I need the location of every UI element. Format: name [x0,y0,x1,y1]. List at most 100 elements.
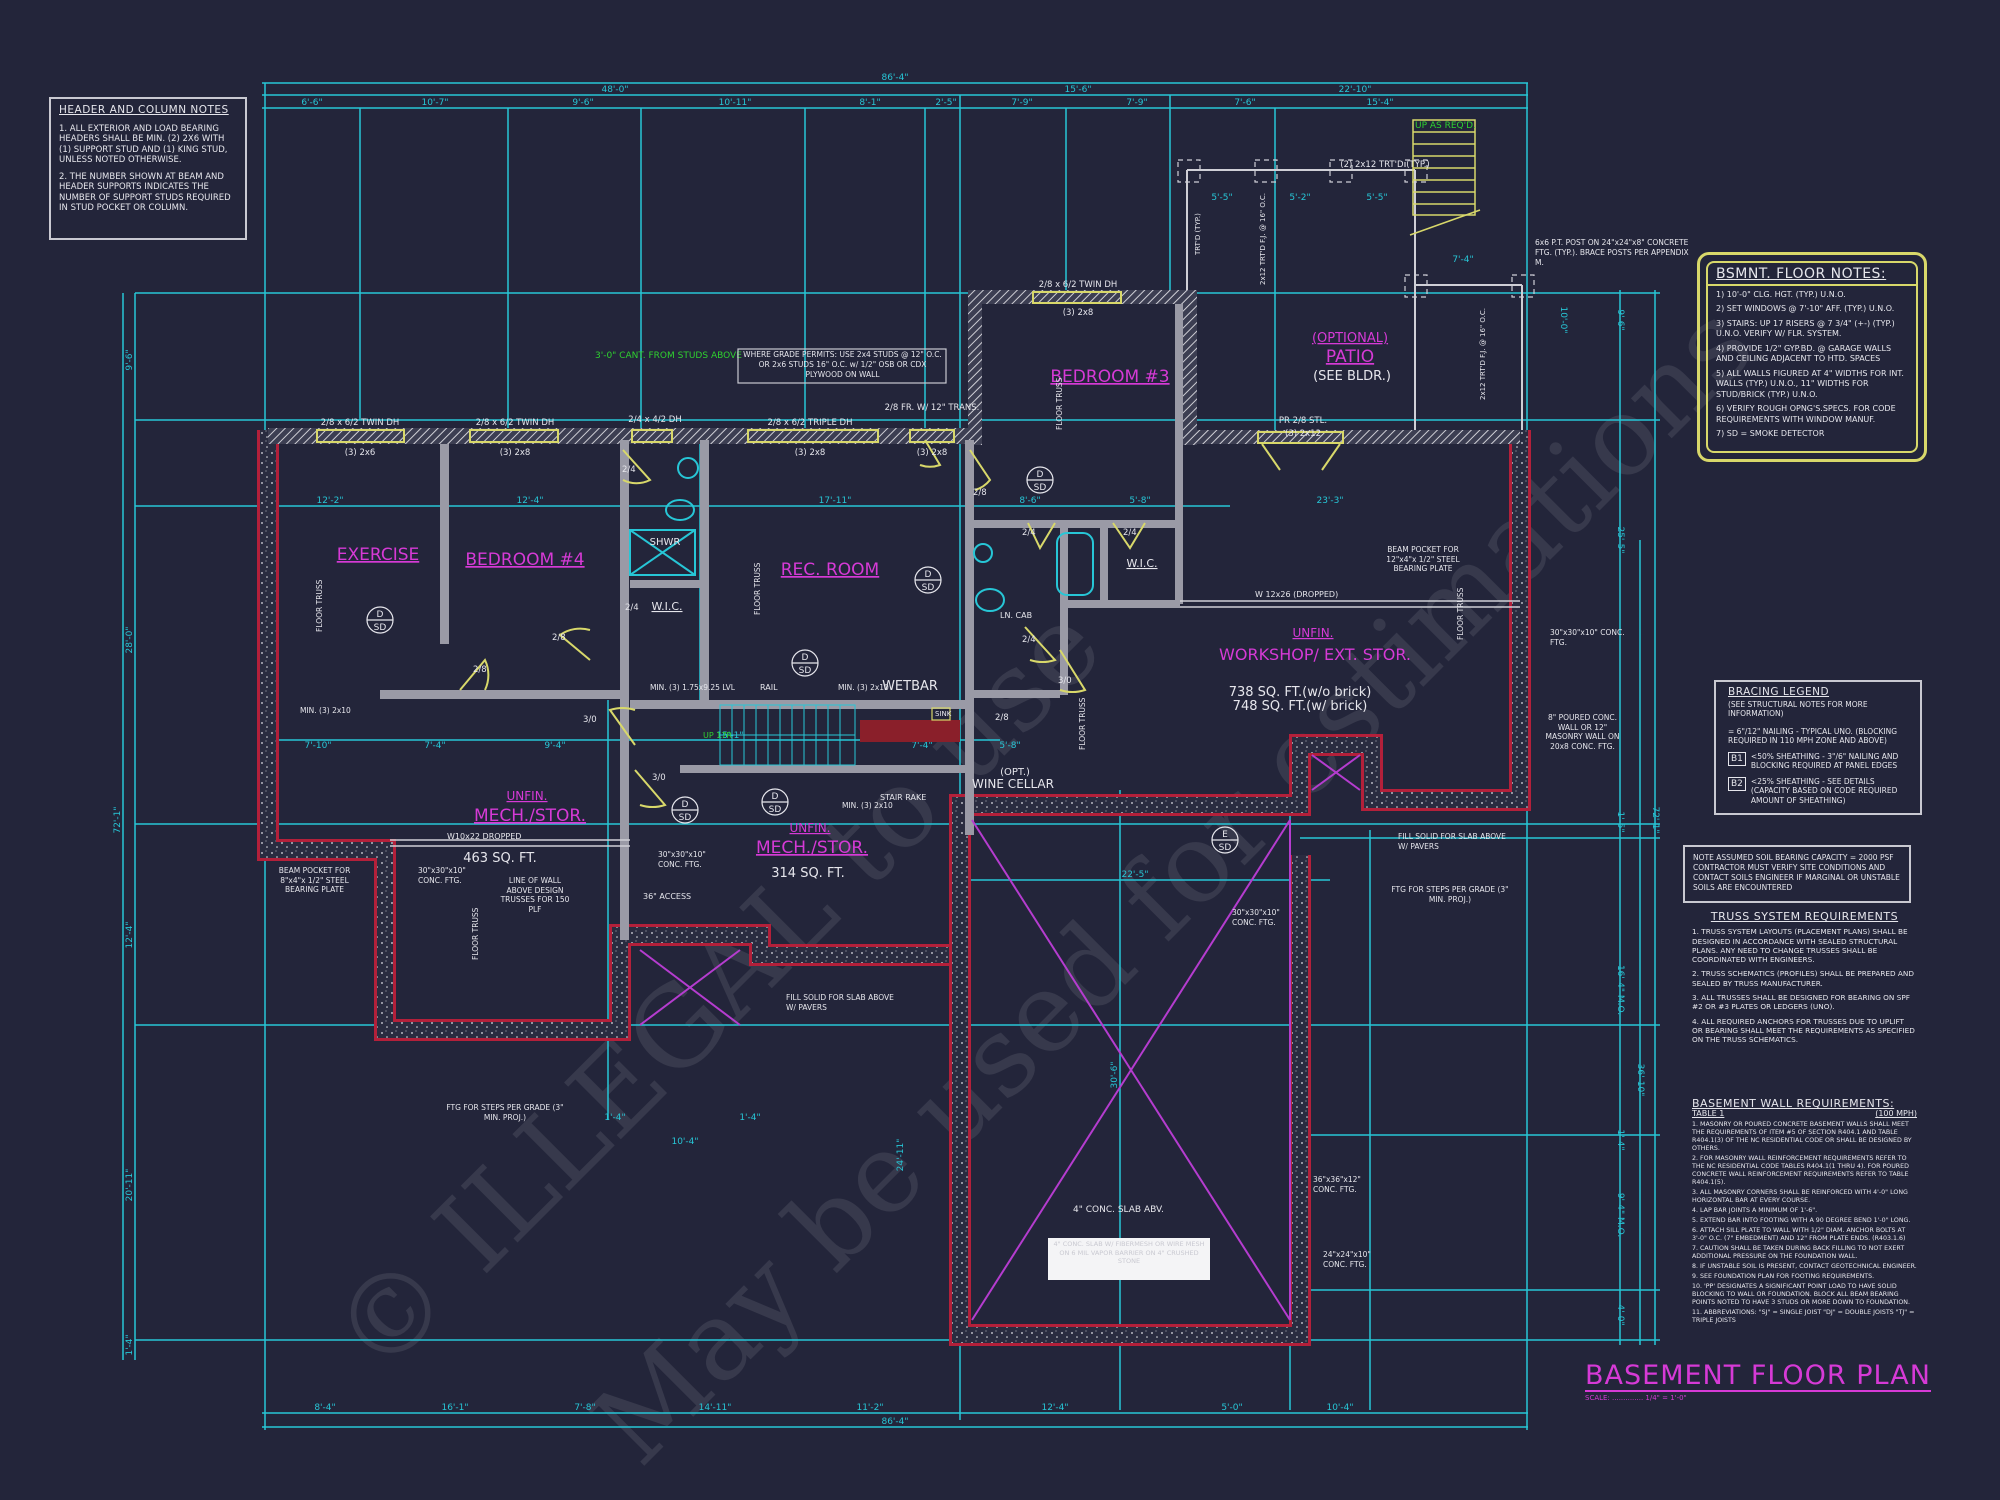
svg-text:(3) 2x8: (3) 2x8 [917,448,948,458]
room-bedroom-3: BEDROOM #3 [1050,367,1169,387]
smoke-detector-icon: DSD [366,606,394,634]
svg-text:16'-4" M.O.: 16'-4" M.O. [1615,965,1625,1015]
svg-text:16'-1": 16'-1" [441,1403,468,1413]
svg-text:5'-5": 5'-5" [1211,193,1232,203]
svg-text:STAIR RAKE: STAIR RAKE [880,793,926,802]
room-exercise: EXERCISE [337,545,420,565]
note-item: 7. CAUTION SHALL BE TAKEN DURING BACK FI… [1692,1245,1905,1260]
svg-text:2/8 x 6/2 TWIN DH: 2/8 x 6/2 TWIN DH [321,418,400,428]
svg-text:314 SQ. FT.: 314 SQ. FT. [771,866,844,881]
wind-speed: (100 MPH) [1875,1109,1917,1118]
wall-req-table-row: TABLE 1 (100 MPH) [1692,1110,1917,1118]
svg-text:10'-7": 10'-7" [421,98,448,108]
svg-text:5'-8": 5'-8" [999,741,1020,751]
svg-text:22'-5": 22'-5" [1121,870,1148,880]
svg-text:12'-4": 12'-4" [125,921,135,948]
note-item: 3. ALL TRUSSES SHALL BE DESIGNED FOR BEA… [1692,993,1910,1012]
svg-text:3/0: 3/0 [583,715,597,725]
svg-text:2/8: 2/8 [473,665,487,675]
svg-text:(SEE BLDR.): (SEE BLDR.) [1313,369,1391,384]
sink-icon [931,707,951,721]
svg-text:11'-2": 11'-2" [856,1403,883,1413]
svg-text:7'-10": 7'-10" [304,741,331,751]
svg-text:463 SQ. FT.: 463 SQ. FT. [463,851,536,866]
truss-system-requirements: TRUSS SYSTEM REQUIREMENTS 1. TRUSS SYSTE… [1692,911,1917,1050]
svg-text:8'-1": 8'-1" [859,98,880,108]
smoke-detector-icon: DSD [914,566,942,594]
note-item: 3) STAIRS: UP 17 RISERS @ 7 3/4" (+-) (T… [1716,318,1895,339]
svg-text:7'-6": 7'-6" [1234,98,1255,108]
basement-wall-requirements: BASEMENT WALL REQUIREMENTS: TABLE 1 (100… [1692,1097,1917,1327]
note-item: 4) PROVIDE 1/2" GYP.BD. @ GARAGE WALLS A… [1716,343,1892,364]
svg-text:36'-10": 36'-10" [1635,1064,1645,1097]
svg-text:(3) 2x8: (3) 2x8 [1063,308,1094,318]
bath-fixtures [629,457,1094,612]
svg-text:W 12x26 (DROPPED): W 12x26 (DROPPED) [1255,590,1338,599]
room-patio: PATIO [1326,347,1374,367]
svg-text:(OPT.): (OPT.) [1000,767,1030,778]
smoke-detector-icon: DSD [671,796,699,824]
room-workshop: WORKSHOP/ EXT. STOR. [1219,645,1411,664]
svg-text:SD: SD [1034,483,1047,493]
bracing-item: = 6"/12" NAILING - TYPICAL UNO. (BLOCKIN… [1728,726,1898,746]
svg-text:D: D [682,800,689,810]
note-item: 2. FOR MASONRY WALL REINFORCEMENT REQUIR… [1692,1155,1910,1186]
svg-text:12'-4": 12'-4" [1041,1403,1068,1413]
svg-text:D: D [1037,470,1044,480]
svg-text:2'-5": 2'-5" [935,98,956,108]
svg-text:15'-1": 15'-1" [716,731,743,741]
svg-text:FLOOR TRUSS: FLOOR TRUSS [315,579,324,632]
svg-text:8'-6": 8'-6" [1019,496,1040,506]
note-item: 9. SEE FOUNDATION PLAN FOR FOOTING REQUI… [1692,1273,1875,1280]
svg-text:UP AS REQ'D.: UP AS REQ'D. [1415,121,1476,131]
svg-text:FLOOR TRUSS: FLOOR TRUSS [471,907,480,960]
patio-framing [1177,159,1535,430]
note-item: 1. MASONRY OR POURED CONCRETE BASEMENT W… [1692,1121,1912,1152]
svg-text:2x12 TRT'D F.J. @ 16" O.C.: 2x12 TRT'D F.J. @ 16" O.C. [1259,193,1267,285]
svg-text:SHWR: SHWR [650,537,681,548]
svg-text:86'-4": 86'-4" [881,1417,908,1427]
svg-text:36" ACCESS: 36" ACCESS [643,892,691,901]
svg-text:MIN. (3) 2x10: MIN. (3) 2x10 [838,683,889,692]
svg-text:2/8 FR. W/ 12" TRANS.: 2/8 FR. W/ 12" TRANS. [885,403,980,413]
bsmnt-floor-notes: BSMNT. FLOOR NOTES: 1) 10'-0" CLG. HGT. … [1697,252,1927,462]
room-patio-optional: (OPTIONAL) [1312,331,1388,346]
svg-text:15'-4": 15'-4" [1366,98,1393,108]
note-item: 1. ALL EXTERIOR AND LOAD BEARING HEADERS… [59,123,228,166]
smoke-detector-icon: DSD [791,649,819,677]
svg-text:TRT'D (TYP.): TRT'D (TYP.) [1194,213,1202,256]
smoke-detector-icon: D SD [1026,466,1054,494]
svg-text:4" CONC. SLAB ABV.: 4" CONC. SLAB ABV. [1073,1205,1164,1215]
room-wetbar: WETBAR [882,679,938,694]
svg-text:23'-3": 23'-3" [1316,496,1343,506]
svg-text:FLOOR TRUSS: FLOOR TRUSS [1055,377,1064,430]
bracing-legend: BRACING LEGEND (SEE STRUCTURAL NOTES FOR… [1714,680,1922,815]
svg-text:9'-6": 9'-6" [572,98,593,108]
svg-text:2/8: 2/8 [995,713,1009,723]
svg-text:86'-4": 86'-4" [881,73,908,83]
exterior-walls [268,290,1520,445]
svg-text:3/0: 3/0 [652,773,666,783]
room-labels: EXERCISE BEDROOM #4 REC. ROOM BEDROOM #3… [337,331,1411,881]
wall-req-title: BASEMENT WALL REQUIREMENTS: [1692,1097,1895,1110]
bsmnt-notes-title: BSMNT. FLOOR NOTES: [1708,263,1916,286]
svg-text:PR 2/8 STL.: PR 2/8 STL. [1279,416,1327,426]
room-wine-cellar: WINE CELLAR [972,777,1054,791]
svg-text:3/0: 3/0 [1058,676,1072,686]
svg-text:D: D [772,792,779,802]
svg-text:10'-4": 10'-4" [671,1137,698,1147]
bracing-item-text: <25% SHEATHING - SEE DETAILS (CAPACITY B… [1750,776,1898,805]
svg-text:7'-4": 7'-4" [911,741,932,751]
bsmnt-notes-inner-border: BSMNT. FLOOR NOTES: 1) 10'-0" CLG. HGT. … [1706,261,1918,453]
svg-text:9'-4" M.O.: 9'-4" M.O. [1615,1193,1625,1237]
svg-text:2/4: 2/4 [625,603,639,613]
svg-text:2/8 x 6/2 TWIN DH: 2/8 x 6/2 TWIN DH [476,418,555,428]
note-item: 2) SET WINDOWS @ 7'-10" AFF. (TYP.) U.N.… [1716,304,1895,313]
svg-text:1'-4": 1'-4" [125,1334,135,1355]
svg-text:1'-5": 1'-5" [1615,811,1625,832]
svg-text:48'-0": 48'-0" [601,85,628,95]
svg-text:3'-0" CANT. FROM STUDS ABOVE: 3'-0" CANT. FROM STUDS ABOVE [595,351,742,361]
svg-text:2/8: 2/8 [973,488,987,498]
note-item: 1) 10'-0" CLG. HGT. (TYP.) U.N.O. [1716,289,1846,299]
